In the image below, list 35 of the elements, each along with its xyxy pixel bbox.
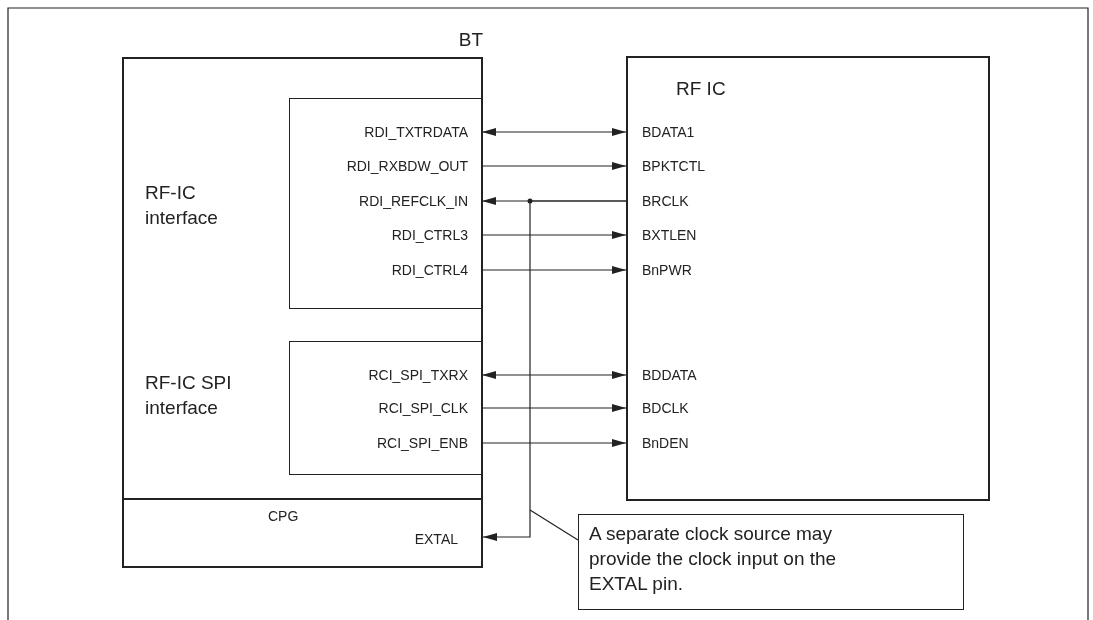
pin-label: RDI_RXBDW_OUT [290,155,482,177]
arrow [481,231,627,239]
pin-label: BXTLEN [626,224,756,246]
leader-line [529,509,579,541]
arrow [481,266,627,274]
interface-box [289,98,482,309]
section-title: CPG [268,508,299,524]
chip-box [626,56,990,501]
pin-label: BRCLK [626,190,756,212]
callout-note: A separate clock source may provide the clock input on the EXTAL pin. [578,514,964,610]
interface-label: RF-IC SPI interface [145,371,233,420]
pin-label: BDCLK [626,397,756,419]
pin-label: RDI_REFCLK_IN [290,190,482,212]
pin-label: EXTAL [380,528,483,550]
pin-label: BPKTCTL [626,155,756,177]
arrow [482,200,627,541]
interface-label: RF-IC interface [145,181,219,230]
pin-label: RCI_SPI_TXRX [290,364,482,386]
interface-box [289,341,482,475]
pin-label: BnDEN [626,432,756,454]
chip-title: RF IC [676,78,726,100]
arrow [481,128,627,136]
pin-label: RDI_TXTRDATA [290,121,482,143]
arrow [481,439,627,447]
pin-label: RDI_CTRL3 [290,224,482,246]
pin-label: RDI_CTRL4 [290,259,482,281]
pin-label: RCI_SPI_CLK [290,397,482,419]
arrow [481,404,627,412]
pin-label: RCI_SPI_ENB [290,432,482,454]
arrow [481,162,627,170]
pin-label: BnPWR [626,259,756,281]
module-title: BT [458,29,483,51]
pin-label: BDATA1 [626,121,756,143]
arrow [481,371,627,379]
pin-label: BDDATA [626,364,756,386]
